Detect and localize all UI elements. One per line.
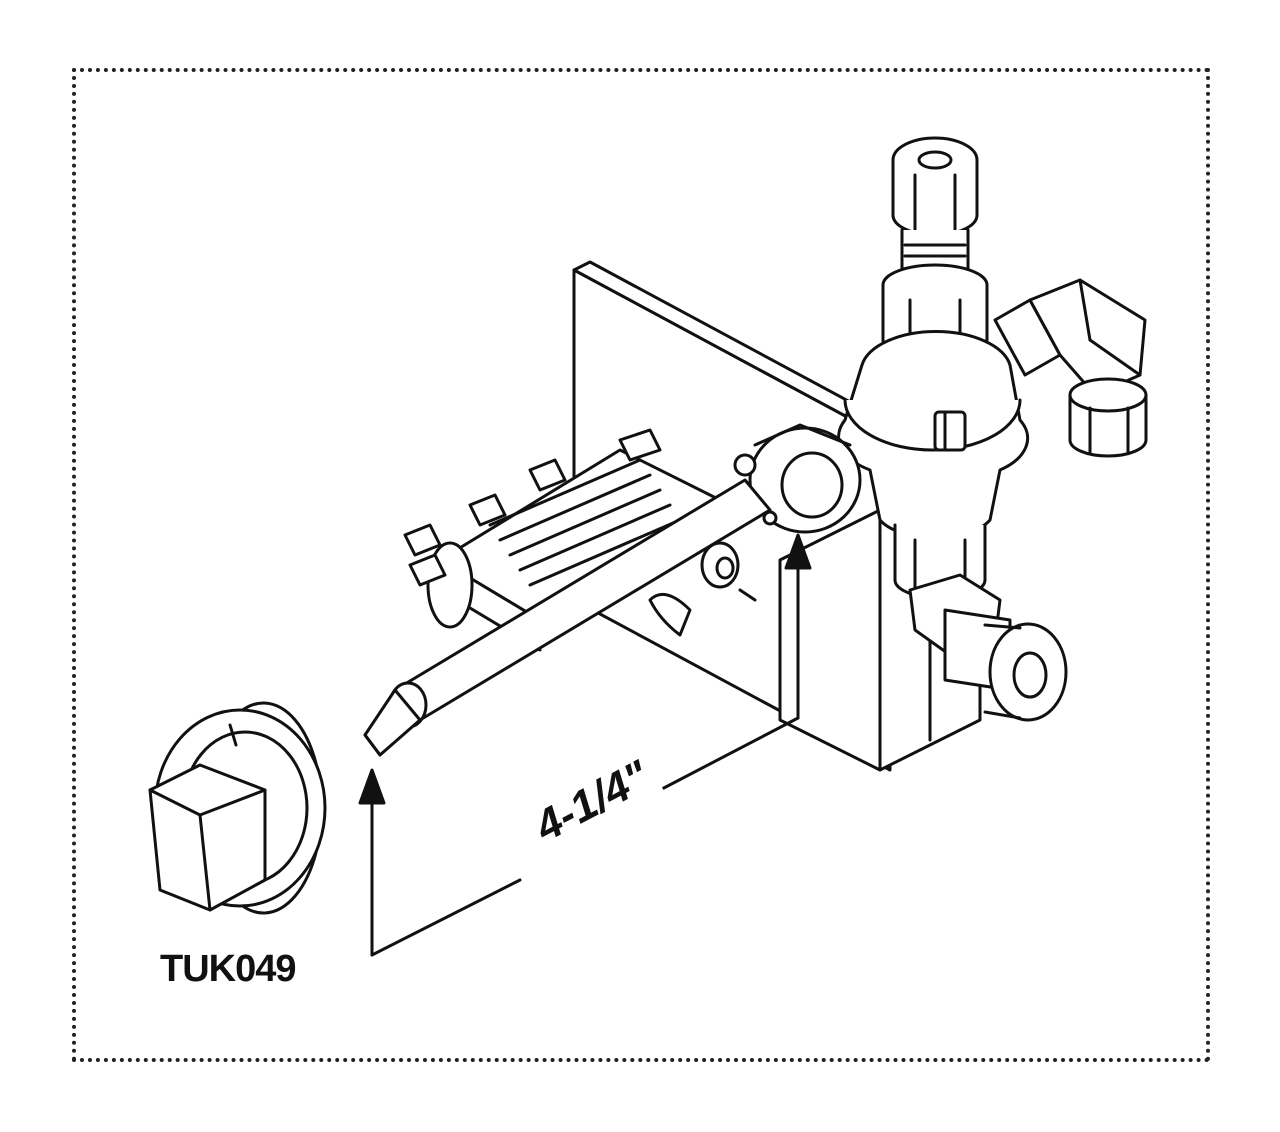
bottom-fitting [893,523,1068,722]
diagram-border [72,68,1210,1062]
panel-nut [748,423,862,534]
retaining-clip [648,541,757,637]
control-knob [148,701,327,915]
right-elbow-fitting [993,278,1148,458]
dimension-lines [358,533,812,957]
cross-body [837,330,1030,540]
part-number-label: TUK049 [160,948,296,990]
stem-shaft [363,478,772,757]
top-fitting [881,136,989,362]
